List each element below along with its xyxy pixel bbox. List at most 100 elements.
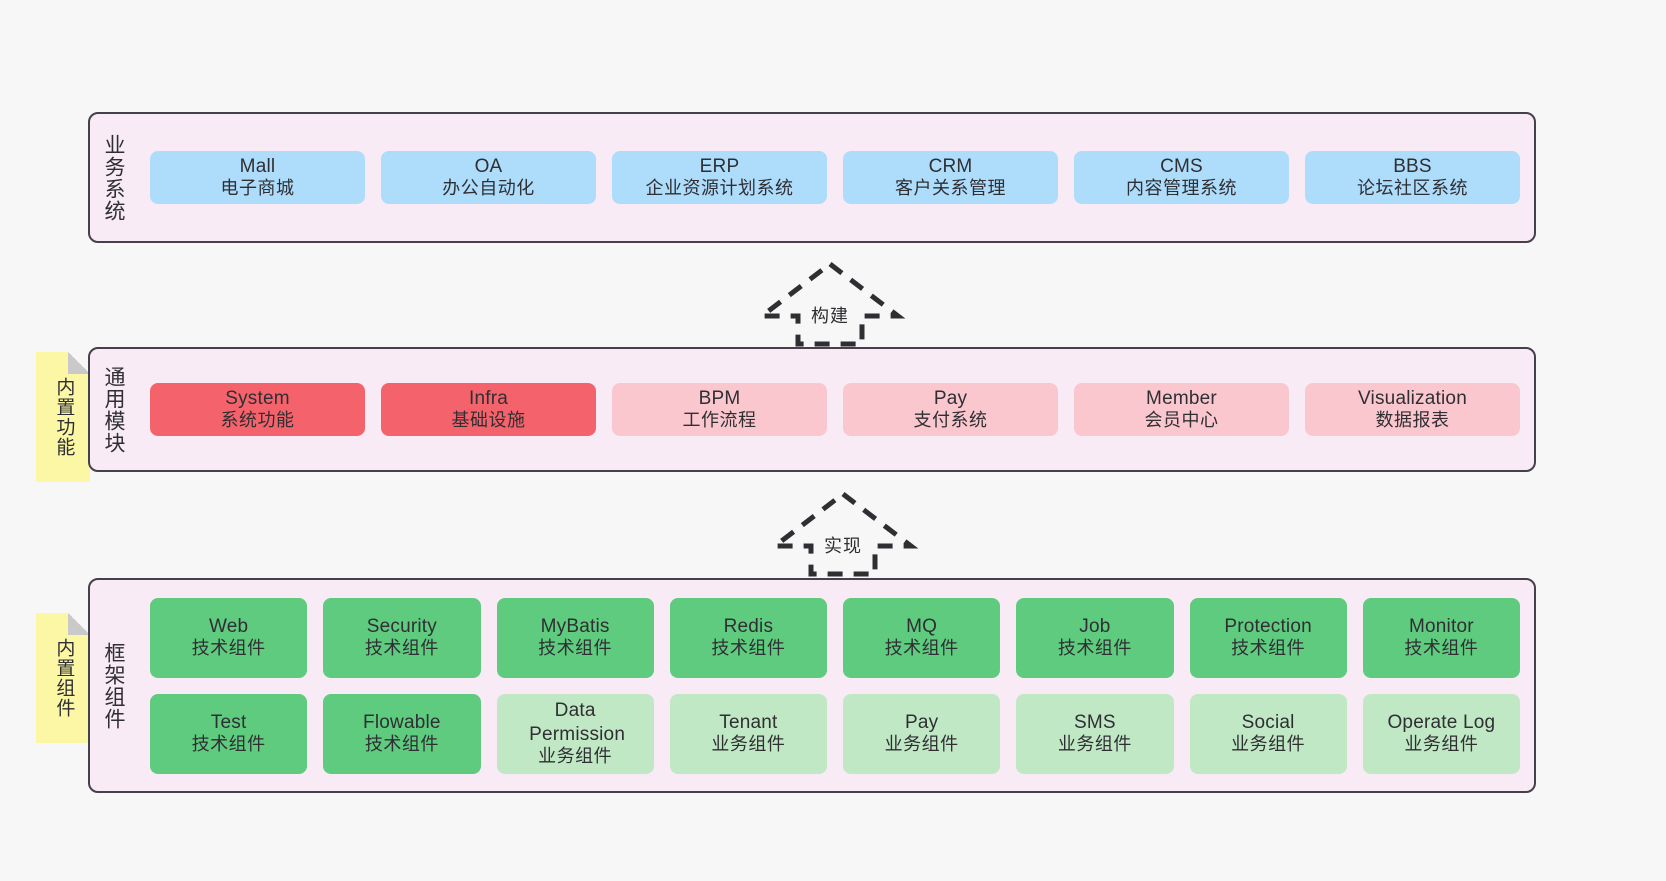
card-cn-label: 技术组件 (884, 638, 959, 659)
card-en-label: Test (210, 711, 247, 733)
card-cn-label: 技术组件 (1057, 638, 1132, 659)
layer-title-common-module: 通用模块 (101, 365, 125, 454)
card-cn-label: 工作流程 (682, 410, 757, 431)
card-cn-label: 技术组件 (191, 638, 266, 659)
generalization-arrow-icon (754, 260, 906, 347)
card-row: Mall 电子商城 OA 办公自动化 ERP 企业资源计划系统 CRM 客户关系… (150, 150, 1520, 205)
connector-label-build: 构建 (809, 302, 851, 328)
card-en-label: Pay (933, 387, 968, 409)
card-cn-label: 系统功能 (220, 410, 295, 431)
sticky-note-builtin-component: 内置组件 (36, 613, 90, 743)
connector-implement: 实现 (767, 490, 919, 577)
folded-corner-icon (68, 613, 90, 635)
card-cn-label: 业务组件 (1231, 734, 1306, 755)
card-en-label: Security (366, 615, 437, 637)
card-en-label: Flowable (363, 711, 441, 733)
card-cn-label: 数据报表 (1375, 410, 1450, 431)
card-en-label: ERP (699, 155, 740, 177)
card-cn-label: 支付系统 (913, 410, 988, 431)
connector-label-implement: 实现 (822, 532, 864, 558)
module-card-sms[interactable]: SMS 业务组件 (1016, 693, 1174, 774)
module-card-pay-business[interactable]: Pay 业务组件 (843, 693, 1001, 774)
layer-framework-component: 框架组件 Web 技术组件 Security 技术组件 MyBatis 技术组件… (88, 578, 1536, 793)
card-cn-label: 业务组件 (711, 734, 786, 755)
connector-build: 构建 (754, 260, 906, 347)
card-en-label: BPM (698, 387, 741, 409)
card-en-label: Tenant (719, 711, 778, 733)
folded-corner-icon (68, 352, 90, 374)
module-card-oa[interactable]: OA 办公自动化 (381, 150, 596, 205)
card-cn-label: 办公自动化 (442, 178, 535, 199)
module-card-data-permission[interactable]: Data Permission 业务组件 (496, 693, 654, 774)
module-card-bpm[interactable]: BPM 工作流程 (612, 382, 827, 437)
module-card-bbs[interactable]: BBS 论坛社区系统 (1305, 150, 1520, 205)
card-cn-label: 业务组件 (1057, 734, 1132, 755)
card-en-label: CRM (928, 155, 973, 177)
card-en-label: Web (208, 615, 249, 637)
card-cn-label: 业务组件 (1404, 734, 1479, 755)
module-card-test[interactable]: Test 技术组件 (150, 693, 308, 774)
card-cn-label: 论坛社区系统 (1357, 178, 1468, 199)
module-card-flowable[interactable]: Flowable 技术组件 (323, 693, 481, 774)
card-en-label: Mall (239, 155, 276, 177)
module-card-redis[interactable]: Redis 技术组件 (669, 597, 827, 678)
module-card-system[interactable]: System 系统功能 (150, 382, 365, 437)
module-card-mall[interactable]: Mall 电子商城 (150, 150, 365, 205)
module-card-web[interactable]: Web 技术组件 (150, 597, 308, 678)
module-card-crm[interactable]: CRM 客户关系管理 (843, 150, 1058, 205)
card-en-label: OA (474, 155, 503, 177)
card-en-label: Visualization (1358, 387, 1467, 409)
card-cn-label: 内容管理系统 (1126, 178, 1237, 199)
module-card-erp[interactable]: ERP 企业资源计划系统 (612, 150, 827, 205)
module-card-monitor[interactable]: Monitor 技术组件 (1362, 597, 1520, 678)
card-en-label: Protection (1224, 615, 1312, 637)
card-en-label: MyBatis (540, 615, 610, 637)
layer-business-system: 业务系统 Mall 电子商城 OA 办公自动化 ERP 企业资源计划系统 CRM… (88, 112, 1536, 243)
card-en-label: Job (1079, 615, 1111, 637)
module-card-social[interactable]: Social 业务组件 (1189, 693, 1347, 774)
card-row: System 系统功能 Infra 基础设施 BPM 工作流程 Pay 支付系统… (150, 382, 1520, 437)
card-en-label: System (225, 387, 290, 409)
sticky-note-label: 内置功能 (53, 377, 75, 457)
card-cn-label: 技术组件 (364, 638, 439, 659)
card-en-label: Pay (904, 711, 939, 733)
card-row: Web 技术组件 Security 技术组件 MyBatis 技术组件 Redi… (150, 597, 1520, 678)
layer-title-business-system: 业务系统 (101, 133, 125, 222)
card-en-label: Member (1146, 387, 1217, 409)
layer-body-common-module: System 系统功能 Infra 基础设施 BPM 工作流程 Pay 支付系统… (136, 349, 1534, 470)
module-card-mq[interactable]: MQ 技术组件 (843, 597, 1001, 678)
module-card-visualization[interactable]: Visualization 数据报表 (1305, 382, 1520, 437)
card-row: Test 技术组件 Flowable 技术组件 Data Permission … (150, 693, 1520, 774)
card-en-label: CMS (1160, 155, 1203, 177)
module-card-protection[interactable]: Protection 技术组件 (1189, 597, 1347, 678)
layer-common-module: 通用模块 System 系统功能 Infra 基础设施 BPM 工作流程 Pay… (88, 347, 1536, 472)
card-cn-label: 技术组件 (364, 734, 439, 755)
module-card-member[interactable]: Member 会员中心 (1074, 382, 1289, 437)
module-card-job[interactable]: Job 技术组件 (1016, 597, 1174, 678)
card-cn-label: 基础设施 (451, 410, 526, 431)
card-en-label: Social (1241, 711, 1295, 733)
card-en-label: SMS (1073, 711, 1116, 733)
module-card-infra[interactable]: Infra 基础设施 (381, 382, 596, 437)
sticky-note-builtin-function: 内置功能 (36, 352, 90, 482)
layer-body-business-system: Mall 电子商城 OA 办公自动化 ERP 企业资源计划系统 CRM 客户关系… (136, 114, 1534, 241)
module-card-cms[interactable]: CMS 内容管理系统 (1074, 150, 1289, 205)
generalization-arrow-icon (767, 490, 919, 577)
module-card-operate-log[interactable]: Operate Log 业务组件 (1362, 693, 1520, 774)
card-en-label: Operate Log (1387, 711, 1496, 733)
card-en-label: Redis (723, 615, 774, 637)
module-card-security[interactable]: Security 技术组件 (323, 597, 481, 678)
card-en-label: Data Permission (529, 700, 626, 745)
card-cn-label: 技术组件 (711, 638, 786, 659)
card-cn-label: 技术组件 (1231, 638, 1306, 659)
module-card-mybatis[interactable]: MyBatis 技术组件 (496, 597, 654, 678)
card-cn-label: 电子商城 (220, 178, 295, 199)
card-cn-label: 企业资源计划系统 (645, 178, 794, 199)
layer-title-framework-component: 框架组件 (101, 641, 125, 730)
module-card-pay[interactable]: Pay 支付系统 (843, 382, 1058, 437)
layer-body-framework-component: Web 技术组件 Security 技术组件 MyBatis 技术组件 Redi… (136, 580, 1534, 791)
card-cn-label: 技术组件 (191, 734, 266, 755)
card-cn-label: 业务组件 (538, 745, 613, 766)
module-card-tenant[interactable]: Tenant 业务组件 (669, 693, 827, 774)
card-en-label: MQ (906, 615, 938, 637)
